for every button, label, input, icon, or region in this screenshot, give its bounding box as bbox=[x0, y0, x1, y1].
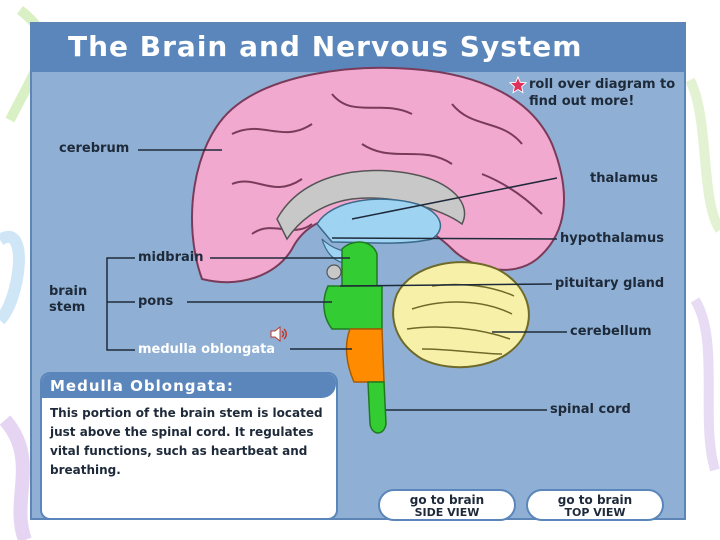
label-cerebellum[interactable]: cerebellum bbox=[570, 324, 652, 339]
label-medulla-oblongata[interactable]: medulla oblongata bbox=[138, 342, 276, 357]
top-view-button[interactable]: go to brain TOP VIEW bbox=[526, 489, 664, 521]
top-view-line1: go to brain bbox=[557, 493, 633, 507]
info-panel: Medulla Oblongata: This portion of the b… bbox=[40, 372, 338, 520]
label-thalamus[interactable]: thalamus bbox=[590, 171, 659, 186]
pituitary-gland-region[interactable] bbox=[326, 264, 342, 280]
label-brain-stem[interactable]: brain stem bbox=[49, 284, 88, 315]
label-midbrain[interactable]: midbrain bbox=[138, 250, 204, 265]
label-pons[interactable]: pons bbox=[138, 294, 174, 309]
info-title: Medulla Oblongata: bbox=[50, 377, 234, 395]
title-bar: The Brain and Nervous System bbox=[32, 24, 684, 72]
side-view-line1: go to brain bbox=[409, 493, 485, 507]
side-view-line2: SIDE VIEW bbox=[414, 506, 480, 519]
page-title: The Brain and Nervous System bbox=[68, 30, 583, 63]
side-view-button[interactable]: go to brain SIDE VIEW bbox=[378, 489, 516, 521]
spinal-cord-region[interactable] bbox=[367, 381, 387, 434]
medulla-oblongata-region[interactable] bbox=[345, 328, 385, 383]
speaker-icon[interactable] bbox=[270, 326, 288, 342]
diagram-panel: The Brain and Nervous System roll over d… bbox=[30, 22, 686, 521]
label-hypothalamus[interactable]: hypothalamus bbox=[560, 231, 664, 246]
cerebellum-region[interactable] bbox=[392, 261, 530, 369]
label-spinal-cord[interactable]: spinal cord bbox=[550, 402, 631, 417]
top-view-line2: TOP VIEW bbox=[564, 506, 626, 519]
info-description: This portion of the brain stem is locate… bbox=[50, 406, 323, 477]
leader-lines bbox=[106, 149, 567, 411]
pons-region[interactable] bbox=[323, 285, 383, 330]
label-cerebrum[interactable]: cerebrum bbox=[59, 141, 130, 156]
thalamus-region[interactable] bbox=[316, 198, 442, 244]
star-icon bbox=[509, 76, 527, 94]
brain-diagram bbox=[106, 66, 567, 434]
hint-text: roll over diagram to find out more! bbox=[529, 77, 676, 109]
midbrain-region[interactable] bbox=[341, 241, 378, 287]
label-pituitary-gland[interactable]: pituitary gland bbox=[555, 276, 665, 291]
info-title-bar: Medulla Oblongata: bbox=[42, 374, 336, 398]
